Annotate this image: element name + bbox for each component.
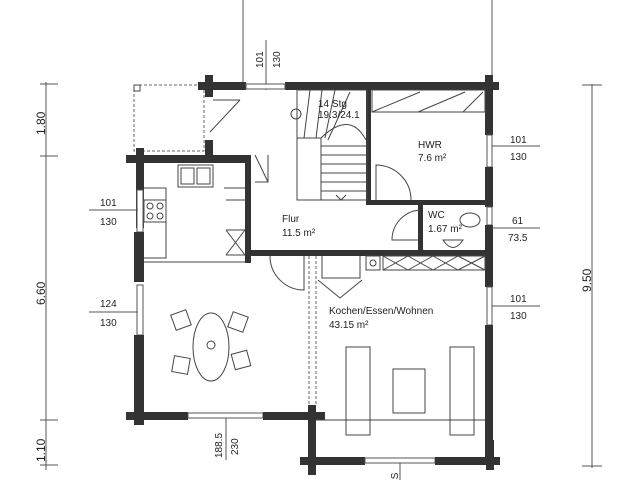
room-hwr-area: 7.6 m² (418, 153, 447, 164)
dim-left-top: 1.80 (34, 111, 48, 135)
dim-right-total: 9.50 (580, 268, 594, 292)
window-right-living-width: 101 (510, 294, 527, 305)
coffee-table (392, 368, 426, 414)
dim-left-middle: 6.60 (34, 281, 48, 305)
room-flur-area: 11.5 m² (282, 228, 316, 239)
toilet (459, 212, 481, 228)
room-wc-name: WC (428, 210, 445, 221)
window-right-living-height: 130 (510, 311, 527, 322)
chair (170, 309, 192, 331)
room-wc-area: 1.67 m² (428, 224, 463, 235)
chair (230, 349, 252, 371)
door-living (269, 255, 305, 291)
wall-bottom-left (126, 412, 188, 420)
window-right-wc-width: 61 (512, 216, 524, 227)
window-left-upper (136, 189, 144, 233)
window-left-lower-width: 124 (100, 299, 117, 310)
wall-wc (418, 205, 423, 255)
window-left-lower (136, 284, 144, 336)
sofa-left (345, 346, 371, 436)
stairs-detail: 19.3/24.1 (318, 110, 360, 121)
stairs-label: 14 Stg (318, 99, 347, 110)
wall-step (308, 405, 316, 475)
wall-kitchen-top (126, 155, 251, 163)
window-right-hwr-height: 130 (510, 152, 527, 163)
kitchen-stove (143, 199, 167, 223)
window-bottom-label-partial: IS (390, 472, 401, 480)
window-left-upper-height: 130 (100, 217, 117, 228)
dining-table (192, 312, 230, 382)
room-flur-name: Flur (282, 214, 300, 225)
window-top-height: 130 (272, 51, 283, 68)
window-left-lower-height: 130 (100, 318, 117, 329)
room-living-name: Kochen/Essen/Wohnen (329, 306, 433, 317)
wall-left-upper (136, 148, 144, 228)
sofa-right (449, 346, 475, 436)
window-right-hwr-width: 101 (510, 135, 527, 146)
kitchen-sink (177, 164, 214, 188)
door-wc (391, 209, 421, 241)
wall-left-lower (134, 335, 144, 425)
wall-bottom-right (300, 457, 365, 465)
window-right-wc-height: 73.5 (508, 233, 528, 244)
door-hwr (375, 164, 412, 201)
window-top-width: 101 (255, 51, 266, 68)
kitchen-counter (382, 255, 486, 271)
window-right-living (486, 286, 493, 326)
chair (227, 311, 249, 333)
wall-top (285, 82, 497, 90)
window-top (245, 83, 286, 90)
window-right-hwr (486, 134, 493, 168)
window-right-wc (486, 206, 493, 226)
window-left-upper-width: 101 (100, 198, 117, 209)
wall-top-left (198, 82, 246, 90)
wall-hwr-bottom (366, 200, 486, 205)
wall-kitchen-flur (245, 155, 251, 263)
door-bottom-height: 230 (230, 438, 241, 455)
dim-left-bottom: 1.10 (34, 438, 48, 462)
wall-stair-hwr (366, 90, 371, 200)
chair (171, 355, 191, 375)
door-bottom-width: 188.5 (214, 433, 225, 458)
wc-sink (442, 239, 464, 248)
wall-flur-living (245, 250, 485, 256)
terrace-outline (133, 84, 205, 152)
room-living-area: 43.15 m² (329, 320, 369, 331)
door-bottom (187, 412, 264, 419)
window-bottom (364, 457, 436, 464)
room-hwr-name: HWR (418, 140, 442, 151)
